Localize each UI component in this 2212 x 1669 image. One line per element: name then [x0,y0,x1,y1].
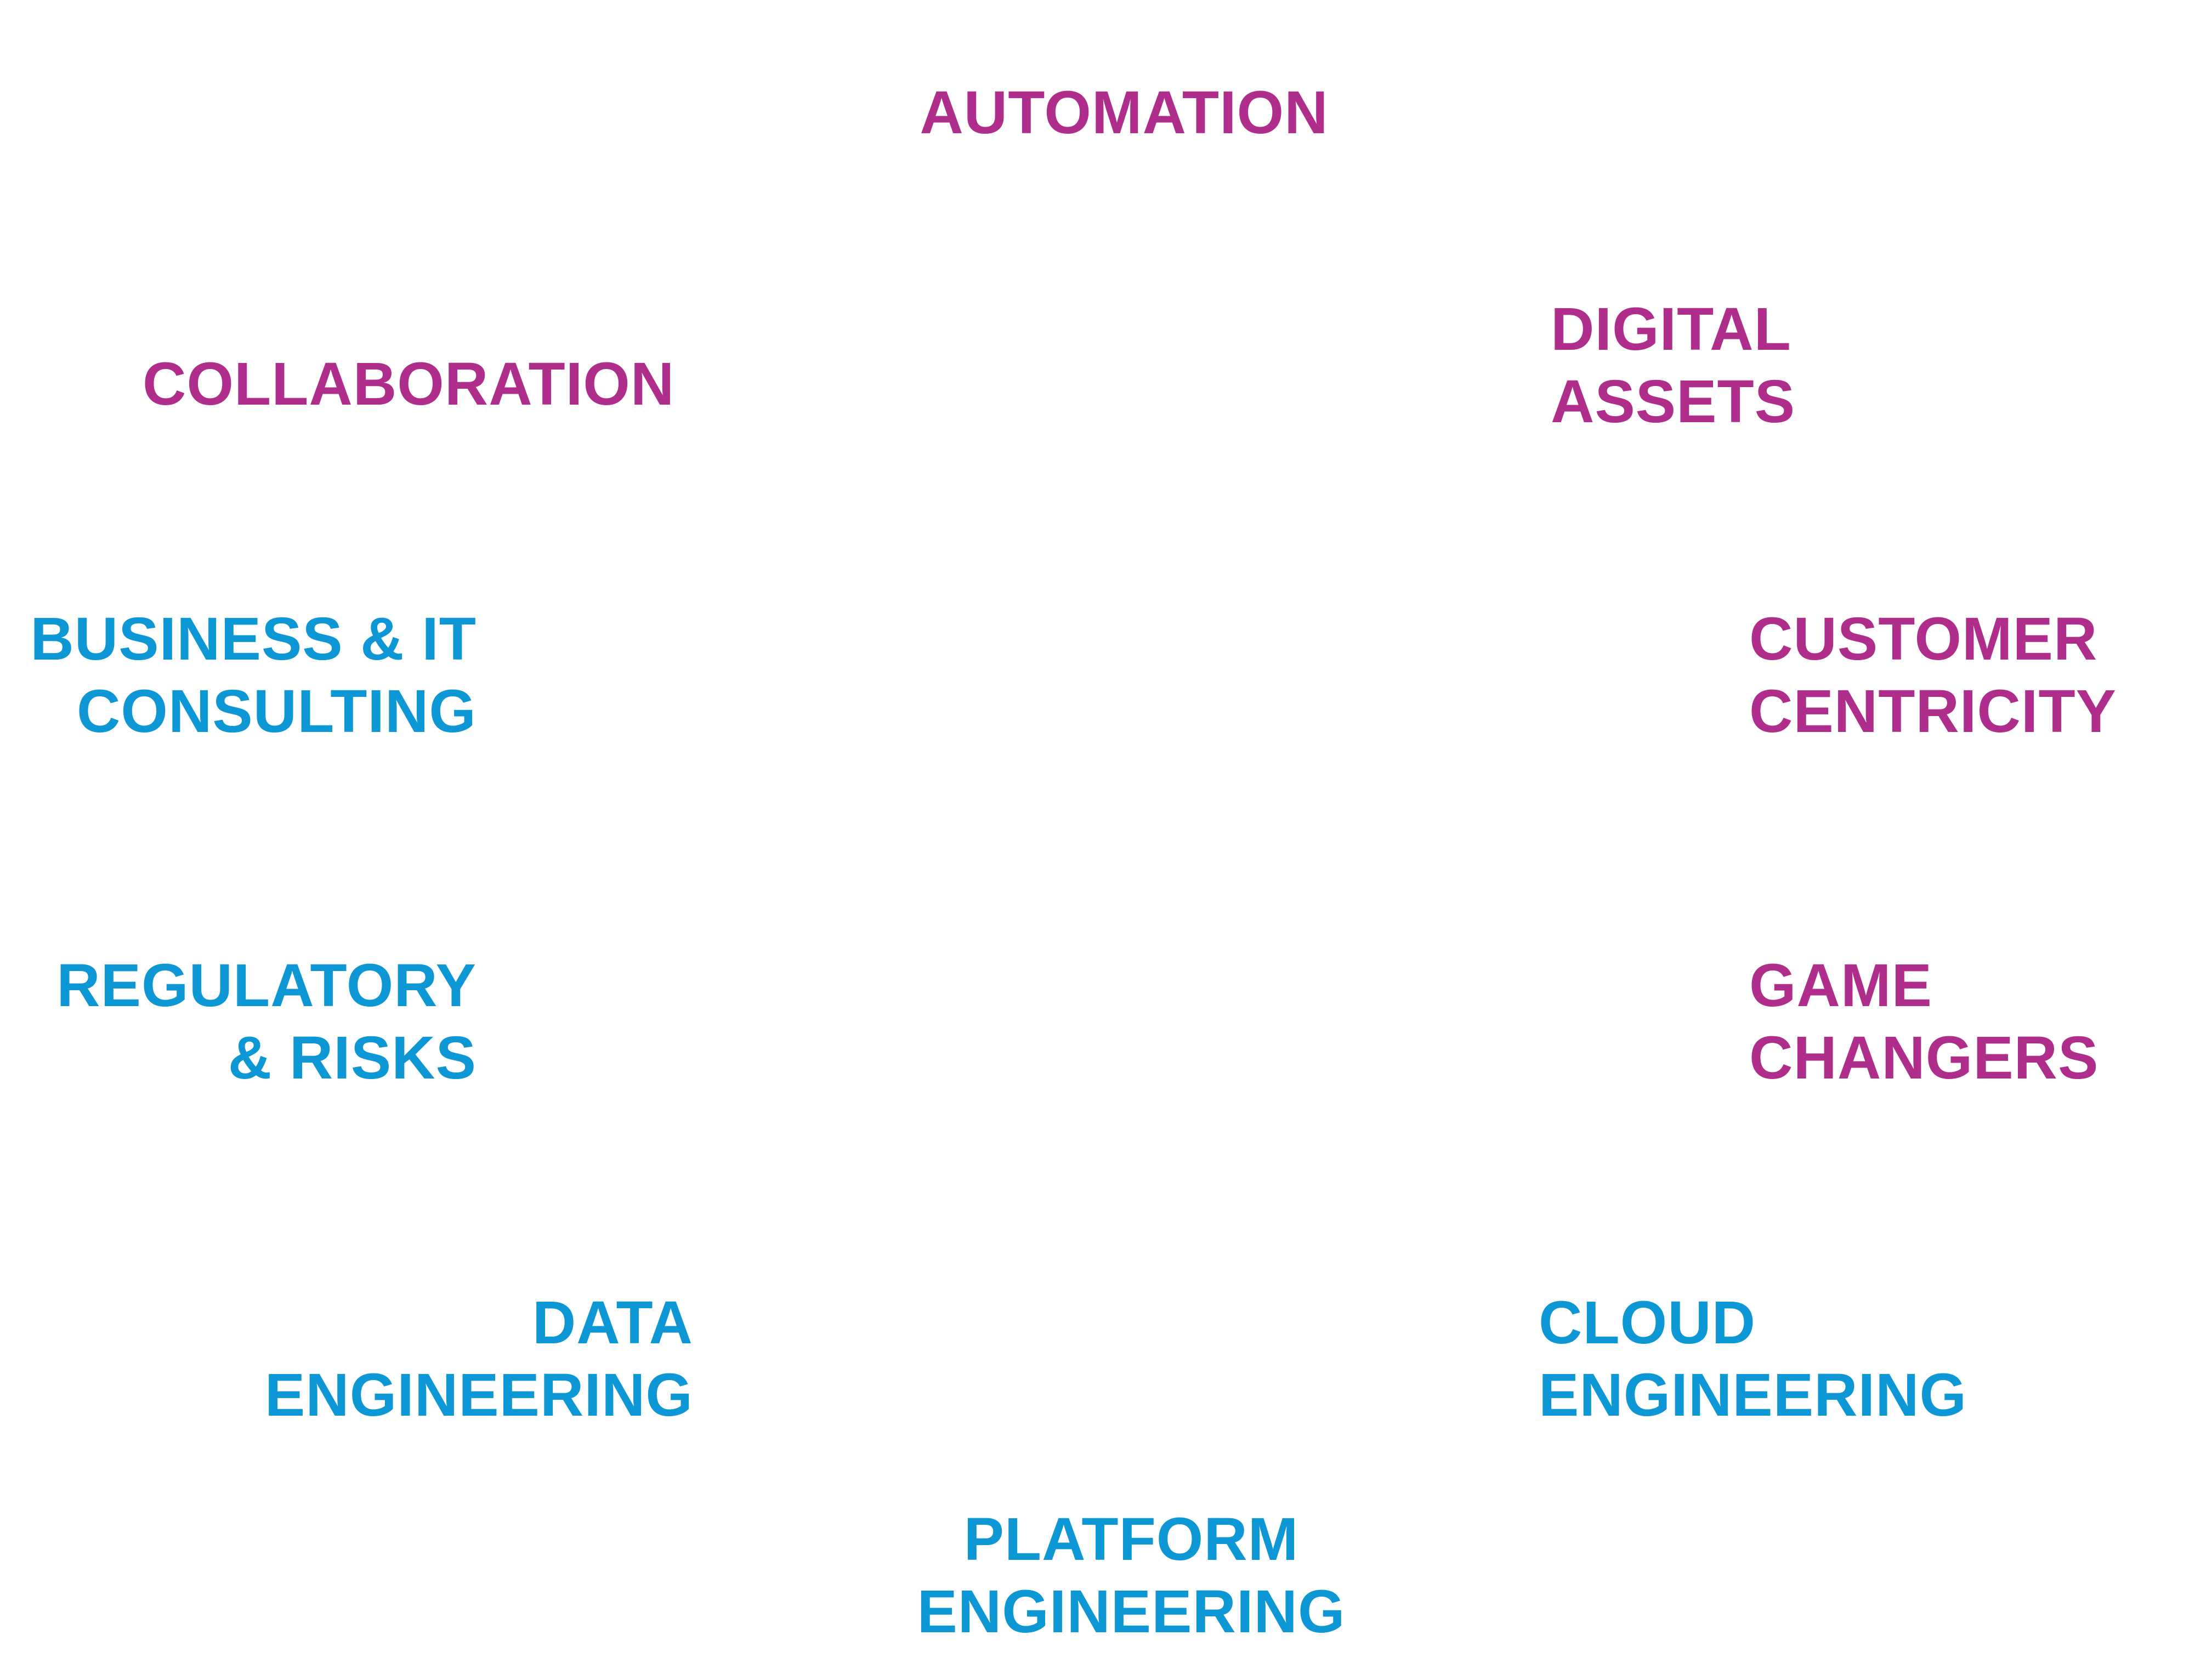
label-cloud-engineering-line-1: CLOUD [1539,1289,1756,1356]
label-business-it-consulting-line-1: BUSINESS & IT [30,605,477,673]
label-data-engineering-line-1: DATA [532,1289,693,1356]
label-game-changers-line-2: CHANGERS [1749,1024,2099,1092]
label-digital-assets-line-2: ASSETS [1551,368,1796,435]
label-platform-engineering: PLATFORM ENGINEERING [795,1503,1467,1648]
label-cloud-engineering: CLOUD ENGINEERING [1539,1287,1967,1432]
label-digital-assets: DIGITAL ASSETS [1551,293,1795,438]
label-cloud-engineering-line-2: ENGINEERING [1539,1361,1967,1429]
label-business-it-consulting: BUSINESS & IT CONSULTING [30,603,477,748]
label-data-engineering: DATA ENGINEERING [265,1287,693,1432]
label-data-engineering-line-2: ENGINEERING [264,1361,693,1429]
label-digital-assets-line-1: DIGITAL [1551,296,1791,363]
label-platform-engineering-line-2: ENGINEERING [917,1578,1346,1645]
label-collaboration: COLLABORATION [143,348,674,421]
label-regulatory-risks: REGULATORY & RISKS [56,950,477,1094]
label-platform-engineering-line-1: PLATFORM [963,1506,1299,1573]
label-customer-centricity-line-2: CENTRICITY [1749,678,2117,745]
label-automation: AUTOMATION [795,77,1453,149]
label-automation-line-1: AUTOMATION [920,79,1329,146]
label-collaboration-line-1: COLLABORATION [143,350,675,418]
label-customer-centricity-line-1: CUSTOMER [1749,605,2098,673]
label-customer-centricity: CUSTOMER CENTRICITY [1749,603,2117,748]
label-game-changers-line-1: GAME [1749,952,1932,1019]
label-regulatory-risks-line-1: REGULATORY [56,952,477,1019]
label-business-it-consulting-line-2: CONSULTING [76,678,477,745]
label-game-changers: GAME CHANGERS [1749,950,2099,1094]
label-regulatory-risks-line-2: & RISKS [228,1024,477,1092]
